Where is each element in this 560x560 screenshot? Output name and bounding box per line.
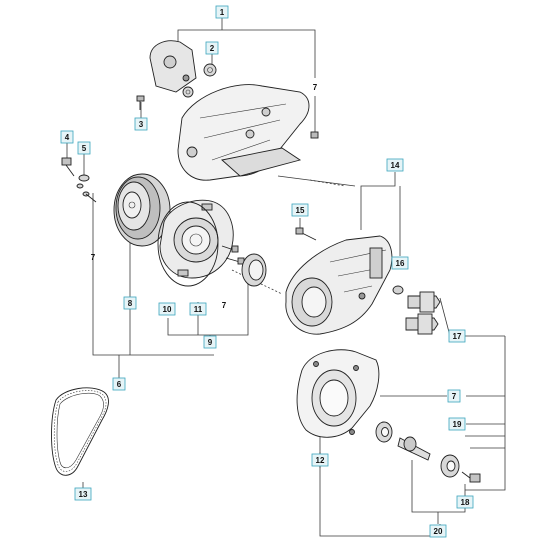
cutting-arm-housing: [285, 235, 393, 335]
callout-7[interactable]: 7: [447, 389, 461, 403]
svg-text:19: 19: [453, 420, 462, 429]
callout-13[interactable]: 13: [74, 487, 92, 501]
svg-text:6: 6: [117, 380, 122, 389]
svg-text:3: 3: [139, 120, 144, 129]
svg-text:13: 13: [79, 490, 88, 499]
drive-pulley: [113, 173, 171, 247]
drive-belt: [51, 387, 109, 476]
svg-text:12: 12: [316, 456, 325, 465]
callout-16[interactable]: 16: [391, 256, 409, 270]
callout-4[interactable]: 4: [60, 130, 74, 144]
spacer-nuts: [182, 63, 217, 98]
callout-17[interactable]: 17: [448, 329, 466, 343]
svg-text:4: 4: [65, 133, 70, 142]
svg-text:15: 15: [296, 206, 305, 215]
svg-text:10: 10: [163, 305, 172, 314]
label-7-top: 7: [313, 83, 318, 92]
screw-3: [136, 95, 145, 110]
svg-text:17: 17: [453, 332, 462, 341]
callout-3[interactable]: 3: [134, 117, 148, 131]
callout-14[interactable]: 14: [386, 158, 404, 172]
svg-text:8: 8: [128, 299, 133, 308]
callout-12[interactable]: 12: [311, 453, 329, 467]
friction-plate: [157, 201, 219, 287]
label-7-mid: 7: [222, 301, 227, 310]
screw-7-top: [310, 131, 319, 139]
callout-8[interactable]: 8: [123, 296, 137, 310]
bearing-housing: [241, 253, 267, 287]
svg-text:18: 18: [461, 498, 470, 507]
label-7-left: 7: [91, 253, 96, 262]
callout-18[interactable]: 18: [456, 495, 474, 509]
callout-20[interactable]: 20: [429, 524, 447, 538]
screw-15: [295, 227, 317, 241]
svg-text:11: 11: [194, 305, 203, 314]
pulley-bolts: [61, 157, 97, 203]
svg-text:20: 20: [434, 527, 443, 536]
svg-text:14: 14: [391, 161, 400, 170]
callout-5[interactable]: 5: [77, 141, 91, 155]
callout-19[interactable]: 19: [448, 417, 466, 431]
tension-bolts: [392, 285, 441, 335]
callout-6[interactable]: 6: [112, 377, 126, 391]
callout-2[interactable]: 2: [205, 41, 219, 55]
callout-11[interactable]: 11: [189, 302, 207, 316]
spindle-assembly: [375, 421, 481, 483]
svg-text:1: 1: [220, 8, 225, 17]
clutch-cover: [159, 199, 234, 279]
svg-text:2: 2: [210, 44, 215, 53]
guard-bracket-plate: [149, 40, 197, 93]
plain-labels: 7 7 7: [91, 83, 318, 310]
callout-9[interactable]: 9: [203, 335, 217, 349]
clutch-screws: [221, 245, 245, 265]
svg-text:16: 16: [396, 259, 405, 268]
callout-15[interactable]: 15: [291, 203, 309, 217]
belt-guard-housing: [177, 84, 310, 181]
callout-10[interactable]: 10: [158, 302, 176, 316]
svg-text:5: 5: [82, 144, 87, 153]
svg-text:9: 9: [208, 338, 213, 347]
callout-1[interactable]: 1: [215, 5, 229, 19]
svg-text:7: 7: [452, 392, 457, 401]
inner-guard-plate: [296, 349, 380, 438]
